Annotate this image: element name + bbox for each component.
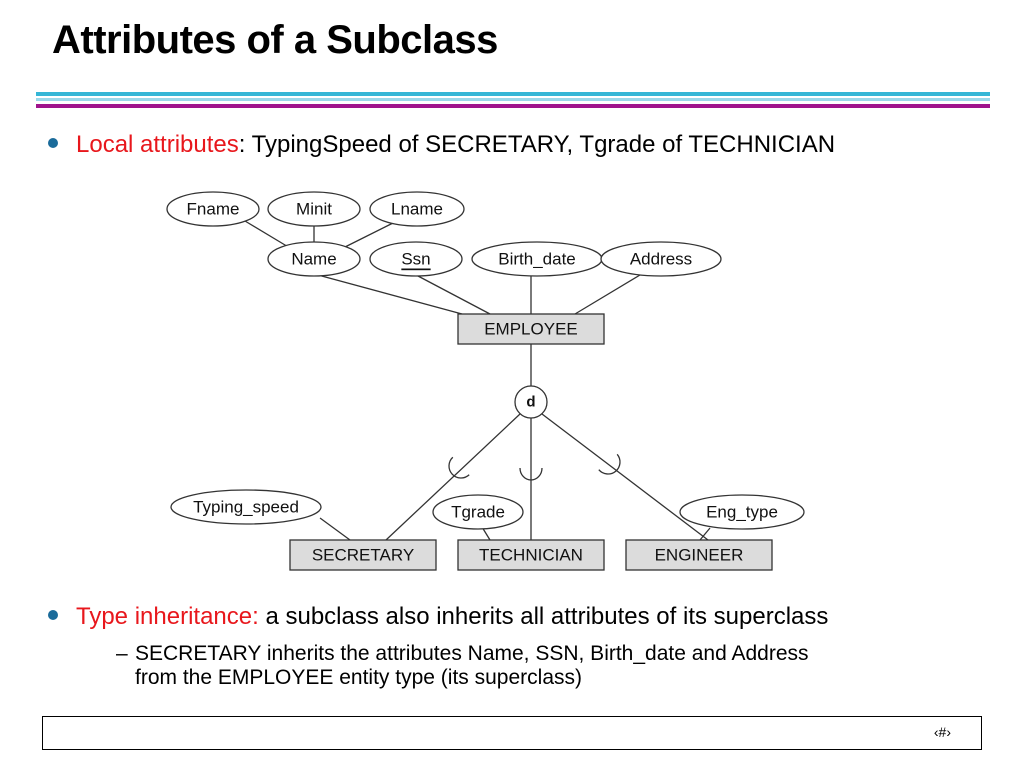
entity-employee: EMPLOYEE [484, 320, 578, 339]
attr-typing-speed: Typing_speed [193, 498, 299, 517]
bullet-label: Type inheritance: [76, 603, 259, 630]
title-rule-cyan [36, 92, 990, 96]
attr-lname: Lname [391, 200, 443, 219]
attr-fname: Fname [187, 200, 240, 219]
sub-bullet-line-2: from the EMPLOYEE entity type (its super… [135, 666, 582, 689]
entity-engineer: ENGINEER [655, 546, 744, 565]
entity-boxes [289, 313, 773, 571]
slide-title: Attributes of a Subclass [52, 18, 498, 62]
footer-box: ‹#› [42, 716, 982, 750]
title-rule-purple [36, 104, 990, 108]
disjoint-label: d [526, 394, 535, 411]
sub-bullet-line-1: SECRETARY inherits the attributes Name, … [135, 642, 809, 665]
entity-secretary: SECRETARY [312, 546, 414, 565]
connector-lines [244, 220, 711, 541]
attr-tgrade: Tgrade [451, 503, 505, 522]
entity-technician: TECHNICIAN [479, 546, 583, 565]
attr-eng-type: Eng_type [706, 503, 778, 522]
sub-bullet-text: SECRETARY inherits the attributes Name, … [135, 642, 995, 690]
bullet-dot-icon [48, 610, 58, 620]
slide-number: ‹#› [933, 724, 951, 740]
bullet-local-attributes: Local attributes: TypingSpeed of SECRETA… [48, 131, 835, 159]
attr-ssn: Ssn [401, 250, 430, 269]
bullet-text: : TypingSpeed of SECRETARY, Tgrade of TE… [238, 131, 836, 158]
title-rule-light [36, 98, 990, 101]
attr-birth-date: Birth_date [498, 250, 576, 269]
bullet-type-inheritance: Type inheritance: a subclass also inheri… [48, 603, 828, 631]
bullet-dot-icon [48, 138, 58, 148]
attribute-ellipses [166, 191, 805, 530]
bullet-label: Local attributes [76, 131, 239, 158]
disjoint-circle [514, 385, 548, 419]
bullet-text: a subclass also inherits all attributes … [258, 603, 829, 630]
attr-name: Name [291, 250, 336, 269]
dash-marker: – [116, 642, 128, 665]
attr-minit: Minit [296, 200, 332, 219]
attr-address: Address [630, 250, 692, 269]
